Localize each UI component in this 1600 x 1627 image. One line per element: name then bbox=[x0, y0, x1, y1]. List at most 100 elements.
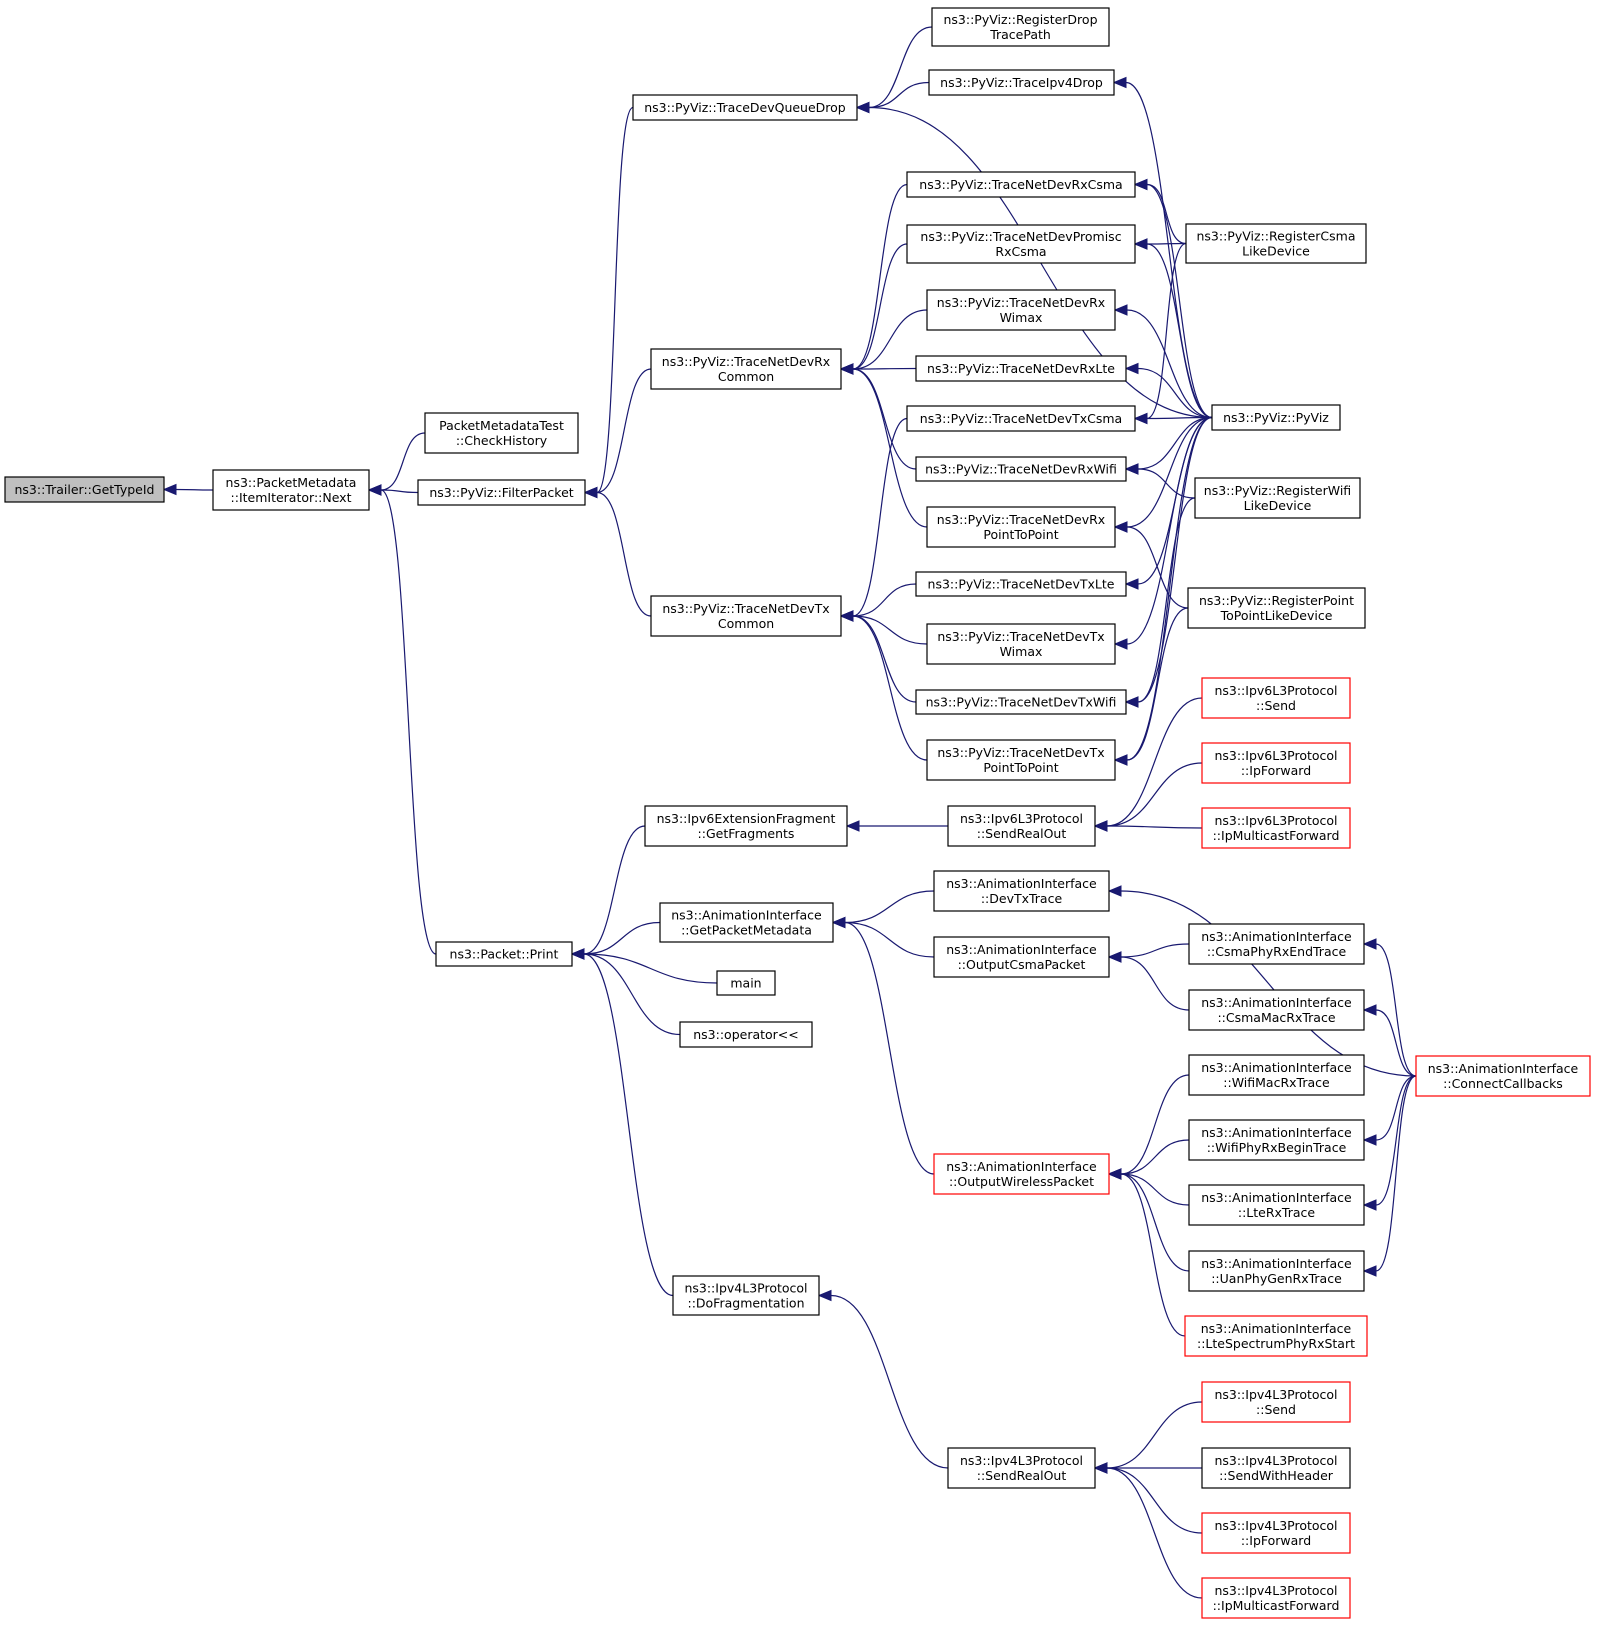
node-v4mcast[interactable]: ns3::Ipv4L3Protocol::IpMulticastForward bbox=[1201, 1577, 1351, 1619]
node-box[interactable] bbox=[679, 1021, 813, 1048]
node-connectcb[interactable]: ns3::AnimationInterface::ConnectCallback… bbox=[1415, 1055, 1591, 1097]
node-v4ipfwd[interactable]: ns3::Ipv4L3Protocol::IpForward bbox=[1201, 1512, 1351, 1554]
node-box[interactable] bbox=[1415, 1055, 1591, 1097]
node-pprint[interactable]: ns3::Packet::Print bbox=[435, 941, 573, 967]
node-oplt[interactable]: ns3::operator<< bbox=[679, 1021, 813, 1048]
node-box[interactable] bbox=[1188, 1119, 1365, 1161]
node-box[interactable] bbox=[1184, 1315, 1368, 1357]
node-box[interactable] bbox=[1201, 1447, 1351, 1489]
node-txwifi[interactable]: ns3::PyViz::TraceNetDevTxWifi bbox=[915, 689, 1127, 715]
node-box[interactable] bbox=[1201, 1577, 1351, 1619]
node-uanphygenrx[interactable]: ns3::AnimationInterface::UanPhyGenRxTrac… bbox=[1188, 1250, 1365, 1292]
node-filter[interactable]: ns3::PyViz::FilterPacket bbox=[417, 479, 586, 506]
node-box[interactable] bbox=[435, 941, 573, 967]
node-regp2p[interactable]: ns3::PyViz::RegisterPointToPointLikeDevi… bbox=[1187, 587, 1366, 629]
node-box[interactable] bbox=[1188, 1250, 1365, 1292]
node-box[interactable] bbox=[1201, 807, 1351, 849]
node-pyviz[interactable]: ns3::PyViz::PyViz bbox=[1211, 404, 1341, 431]
node-box[interactable] bbox=[644, 805, 848, 847]
node-v4sendhdr[interactable]: ns3::Ipv4L3Protocol::SendWithHeader bbox=[1201, 1447, 1351, 1489]
node-v6mcast[interactable]: ns3::Ipv6L3Protocol::IpMulticastForward bbox=[1201, 807, 1351, 849]
node-dofrag[interactable]: ns3::Ipv4L3Protocol::DoFragmentation bbox=[672, 1275, 820, 1316]
node-box[interactable] bbox=[931, 7, 1110, 47]
node-box[interactable] bbox=[1188, 923, 1365, 965]
node-devtxtrace[interactable]: ns3::AnimationInterface::DevTxTrace bbox=[933, 870, 1110, 912]
node-lterx[interactable]: ns3::AnimationInterface::LteRxTrace bbox=[1188, 1184, 1365, 1226]
node-box[interactable] bbox=[417, 479, 586, 506]
node-box[interactable] bbox=[915, 456, 1127, 482]
node-box[interactable] bbox=[947, 805, 1096, 847]
node-box[interactable] bbox=[1201, 1381, 1351, 1423]
node-outcsma[interactable]: ns3::AnimationInterface::OutputCsmaPacke… bbox=[933, 936, 1110, 978]
node-box[interactable] bbox=[906, 171, 1136, 198]
node-outwireless[interactable]: ns3::AnimationInterface::OutputWirelessP… bbox=[933, 1153, 1110, 1195]
node-v6send[interactable]: ns3::Ipv6L3Protocol::Send bbox=[1201, 677, 1351, 719]
node-txlte[interactable]: ns3::PyViz::TraceNetDevTxLte bbox=[915, 571, 1127, 597]
node-box[interactable] bbox=[659, 902, 834, 943]
node-box[interactable] bbox=[933, 936, 1110, 978]
node-box[interactable] bbox=[1201, 742, 1351, 784]
node-box[interactable] bbox=[1188, 989, 1365, 1031]
node-box[interactable] bbox=[933, 1153, 1110, 1195]
node-rxlte[interactable]: ns3::PyViz::TraceNetDevRxLte bbox=[915, 355, 1127, 382]
node-ipv4drop[interactable]: ns3::PyViz::TraceIpv4Drop bbox=[928, 69, 1115, 96]
node-box[interactable] bbox=[915, 355, 1127, 382]
node-box[interactable] bbox=[926, 623, 1116, 665]
node-box[interactable] bbox=[928, 69, 1115, 96]
node-rxcsma[interactable]: ns3::PyViz::TraceNetDevRxCsma bbox=[906, 171, 1136, 198]
node-v6ipfwd[interactable]: ns3::Ipv6L3Protocol::IpForward bbox=[1201, 742, 1351, 784]
node-box[interactable] bbox=[650, 348, 842, 390]
node-v6sendrealout[interactable]: ns3::Ipv6L3Protocol::SendRealOut bbox=[947, 805, 1096, 847]
node-box[interactable] bbox=[906, 224, 1136, 264]
node-next[interactable]: ns3::PacketMetadata::ItemIterator::Next bbox=[212, 469, 370, 511]
node-txcsma[interactable]: ns3::PyViz::TraceNetDevTxCsma bbox=[906, 405, 1136, 432]
node-getfragments[interactable]: ns3::Ipv6ExtensionFragment::GetFragments bbox=[644, 805, 848, 847]
node-ltespectrum[interactable]: ns3::AnimationInterface::LteSpectrumPhyR… bbox=[1184, 1315, 1368, 1357]
node-checkhist[interactable]: PacketMetadataTest::CheckHistory bbox=[424, 412, 579, 454]
node-box[interactable] bbox=[650, 595, 842, 637]
node-main[interactable]: main bbox=[716, 970, 776, 996]
node-wifimacrx[interactable]: ns3::AnimationInterface::WifiMacRxTrace bbox=[1188, 1054, 1365, 1096]
node-gettypeid[interactable]: ns3::Trailer::GetTypeId bbox=[4, 476, 165, 503]
node-box[interactable] bbox=[915, 689, 1127, 715]
node-box[interactable] bbox=[915, 571, 1127, 597]
node-v4sendrealout[interactable]: ns3::Ipv4L3Protocol::SendRealOut bbox=[947, 1447, 1096, 1489]
node-box[interactable] bbox=[1188, 1184, 1365, 1226]
node-box[interactable] bbox=[672, 1275, 820, 1316]
node-box[interactable] bbox=[1194, 477, 1361, 519]
node-box[interactable] bbox=[906, 405, 1136, 432]
node-devqueuedrop[interactable]: ns3::PyViz::TraceDevQueueDrop bbox=[632, 94, 858, 121]
node-box[interactable] bbox=[424, 412, 579, 454]
node-csmaphyrxend[interactable]: ns3::AnimationInterface::CsmaPhyRxEndTra… bbox=[1188, 923, 1365, 965]
node-box[interactable] bbox=[1185, 223, 1367, 264]
node-rxwifi[interactable]: ns3::PyViz::TraceNetDevRxWifi bbox=[915, 456, 1127, 482]
node-box[interactable] bbox=[1201, 1512, 1351, 1554]
node-box[interactable] bbox=[716, 970, 776, 996]
node-wifiphyrxbegin[interactable]: ns3::AnimationInterface::WifiPhyRxBeginT… bbox=[1188, 1119, 1365, 1161]
node-box[interactable] bbox=[926, 289, 1116, 331]
node-box[interactable] bbox=[4, 476, 165, 503]
node-box[interactable] bbox=[1188, 1054, 1365, 1096]
node-box[interactable] bbox=[212, 469, 370, 511]
node-box[interactable] bbox=[1187, 587, 1366, 629]
node-box[interactable] bbox=[926, 739, 1116, 781]
node-csmamacrx[interactable]: ns3::AnimationInterface::CsmaMacRxTrace bbox=[1188, 989, 1365, 1031]
node-box[interactable] bbox=[926, 506, 1116, 548]
node-box[interactable] bbox=[947, 1447, 1096, 1489]
node-v4send[interactable]: ns3::Ipv4L3Protocol::Send bbox=[1201, 1381, 1351, 1423]
node-box[interactable] bbox=[933, 870, 1110, 912]
node-box[interactable] bbox=[632, 94, 858, 121]
node-getpktmeta[interactable]: ns3::AnimationInterface::GetPacketMetada… bbox=[659, 902, 834, 943]
node-box[interactable] bbox=[1211, 404, 1341, 431]
node-box[interactable] bbox=[1201, 677, 1351, 719]
